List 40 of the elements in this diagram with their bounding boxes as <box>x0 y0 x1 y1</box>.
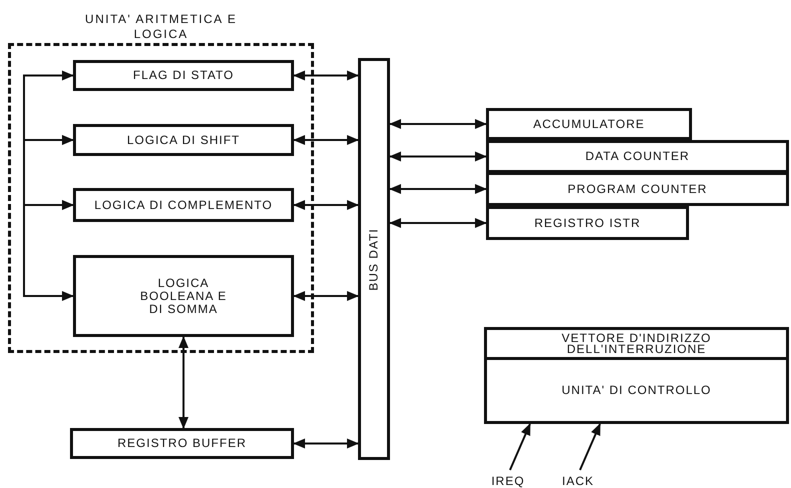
box-label: VETTORE D'INDIRIZZO DELL'INTERRUZIONE <box>560 332 712 354</box>
arrow <box>293 200 359 210</box>
arrow <box>293 438 359 448</box>
arrow <box>23 200 74 301</box>
arrow <box>389 218 487 228</box>
box-label: LOGICA DI COMPLEMENTO <box>94 198 273 212</box>
process-box <box>73 255 294 337</box>
bus-bar <box>358 58 390 460</box>
process-box <box>73 124 294 156</box>
arrow <box>579 423 601 470</box>
box-label: ACCUMULATORE <box>533 118 645 130</box>
header-band <box>484 327 789 360</box>
register-box <box>486 172 789 206</box>
process-box <box>70 428 294 459</box>
arrow <box>509 423 531 470</box>
arrow <box>389 119 487 129</box>
arrow <box>293 70 359 80</box>
arrow <box>293 291 359 301</box>
process-box <box>73 188 294 222</box>
arrow <box>389 152 487 162</box>
box-label: REGISTRO BUFFER <box>117 437 246 450</box>
box-label: LOGICA BOOLEANA E DI SOMMA <box>139 276 228 316</box>
group-heading: UNITA' ARITMETICA E LOGICA <box>84 12 238 42</box>
register-box <box>486 206 689 240</box>
register-box <box>486 108 692 140</box>
box-label: BUS DATI <box>368 228 380 290</box>
box-label: REGISTRO ISTR <box>534 216 641 230</box>
arrow <box>293 135 359 145</box>
box-label: UNITA' DI CONTROLLO <box>562 384 712 397</box>
signal-name: IACK <box>562 474 594 488</box>
box-label: LOGICA DI SHIFT <box>126 134 240 146</box>
process-box <box>73 60 294 91</box>
box-label: FLAG DI STATO <box>132 69 234 82</box>
box-label: PROGRAM COUNTER <box>568 182 708 196</box>
box-label: DATA COUNTER <box>585 150 690 163</box>
register-box <box>486 140 789 173</box>
control-unit-box <box>484 357 789 424</box>
signal-name: IREQ <box>491 474 525 488</box>
arrow <box>389 184 487 194</box>
arrow <box>178 336 188 429</box>
